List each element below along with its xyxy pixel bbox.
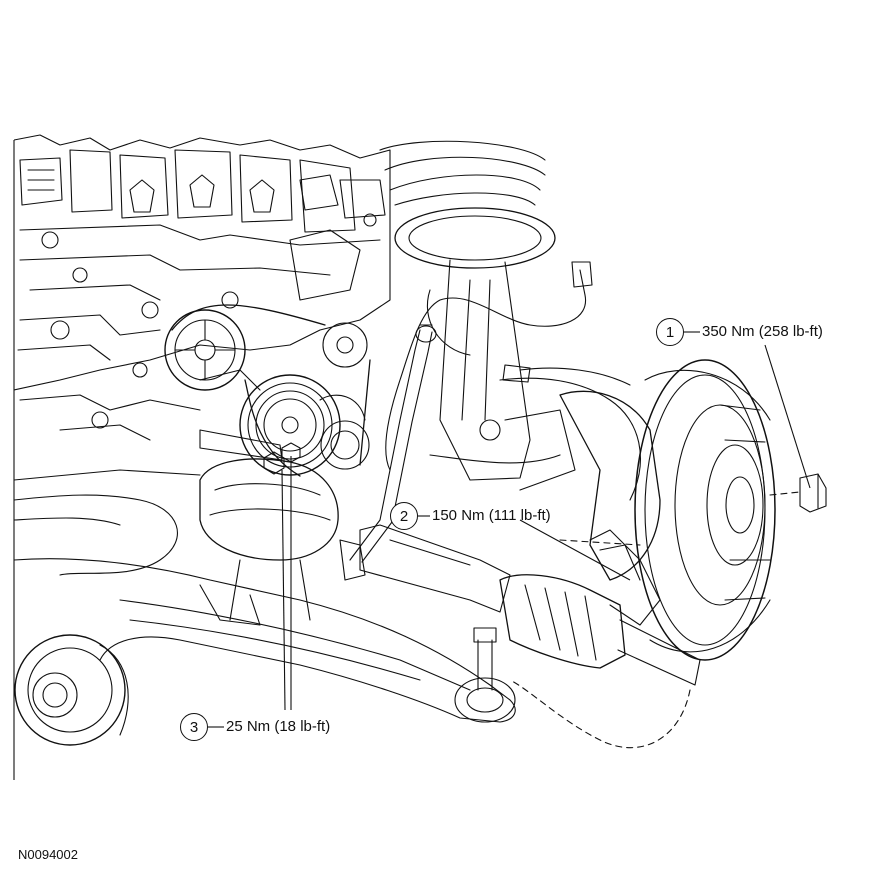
callout-1-torque: 350 Nm (258 lb-ft) [702, 323, 823, 340]
strut-and-spring [379, 140, 576, 491]
callout-3-torque: 25 Nm (18 lb-ft) [226, 718, 331, 735]
callout-2-torque: 150 Nm (111 lb-ft) [432, 507, 551, 524]
halfshaft [359, 524, 701, 686]
callout-3-number: 3 [180, 713, 208, 741]
accessory-pulleys [164, 304, 371, 477]
hub-nut [799, 473, 827, 513]
steering-knuckle [559, 390, 661, 626]
figure-code: N0094002 [18, 847, 78, 862]
callout-2-number: 2 [390, 502, 418, 530]
exhaust-converter [14, 429, 339, 621]
callout-1-number: 1 [656, 318, 684, 346]
engine-block [14, 134, 391, 441]
brake-rotor-hub [634, 359, 776, 661]
sensor-harness [385, 261, 641, 501]
callout-leaders [208, 331, 811, 728]
exhaust-bolts [263, 442, 301, 475]
subframe-lower-arm [14, 558, 516, 746]
tie-rod [339, 324, 437, 581]
